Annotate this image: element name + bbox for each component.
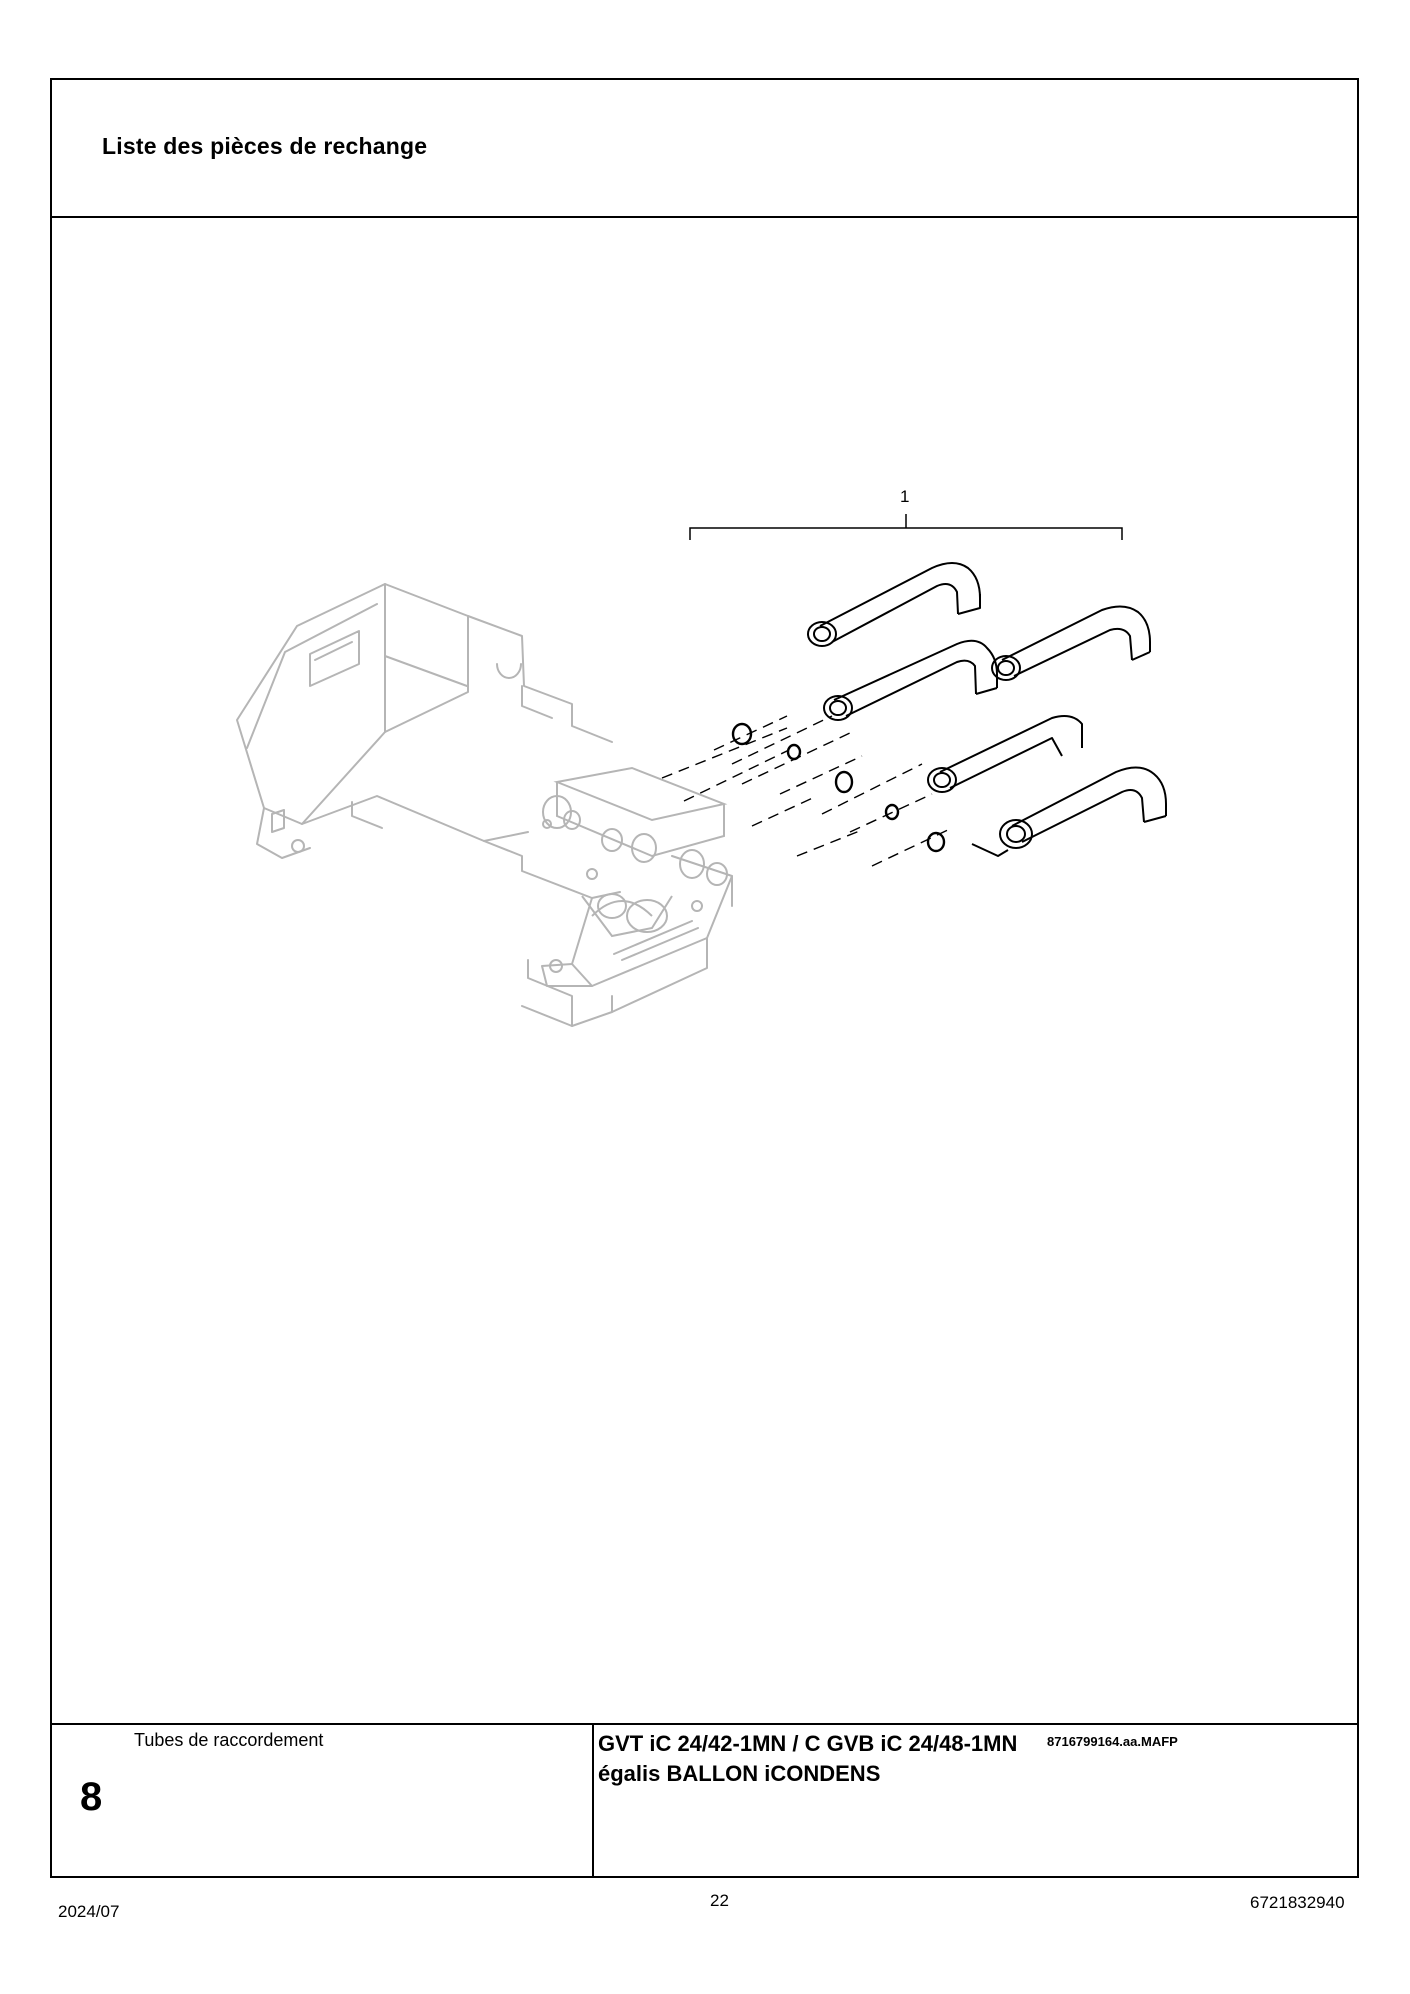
header: Liste des pièces de rechange — [52, 80, 1357, 218]
model-description: GVT iC 24/42-1MN / C GVB iC 24/48-1MN ég… — [598, 1729, 1017, 1789]
footer-box: Tubes de raccordement 8 GVT iC 24/42-1MN… — [52, 1723, 1357, 1876]
chassis-frame — [236, 583, 733, 1027]
chapter-number: 8 — [80, 1775, 103, 1819]
assembly-dashed-lines — [661, 727, 863, 857]
page-title: Liste des pièces de rechange — [102, 133, 428, 159]
document-number: 6721832940 — [1250, 1893, 1345, 1912]
drawing-reference-code: 8716799164.aa.MAFP — [1047, 1734, 1178, 1749]
manifold-valves — [542, 766, 728, 938]
callout-bracket — [689, 514, 1123, 540]
page-frame: Liste des pièces de rechange — [50, 78, 1359, 1878]
section-subject: Tubes de raccordement — [134, 1730, 324, 1750]
model-line-1: GVT iC 24/42-1MN / C GVB iC 24/48-1MN — [598, 1731, 1018, 1756]
model-line-2: égalis BALLON iCONDENS — [598, 1761, 881, 1786]
callout-label: 1 — [900, 487, 909, 506]
footer-left-cell: Tubes de raccordement 8 — [52, 1725, 594, 1876]
seal-rings — [731, 722, 946, 853]
page-date: 2024/07 — [58, 1902, 120, 1921]
footer-right-cell: GVT iC 24/42-1MN / C GVB iC 24/48-1MN ég… — [594, 1725, 1357, 1876]
page-number: 22 — [710, 1891, 729, 1910]
connection-tubes — [807, 562, 1167, 857]
exploded-view-svg: 1 — [236, 487, 1167, 1027]
exploded-view-drawing: 1 — [52, 216, 1357, 1807]
